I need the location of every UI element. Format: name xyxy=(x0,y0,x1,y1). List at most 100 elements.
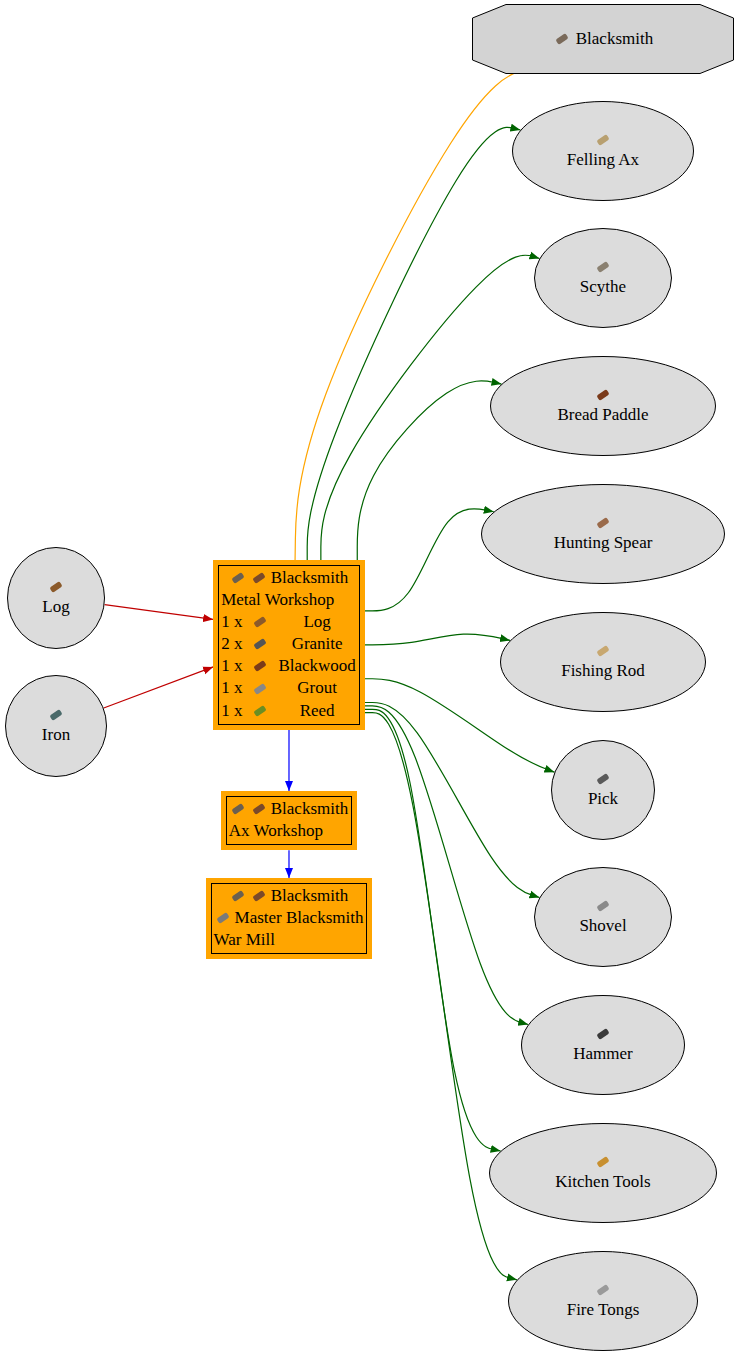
node-label: Bread Paddle xyxy=(557,405,648,425)
cost-icon-cell xyxy=(248,681,272,697)
node-label: Ax Workshop xyxy=(229,821,323,840)
ware-ellipse: Iron xyxy=(5,675,107,777)
icon-shape xyxy=(596,773,609,785)
icon-shape xyxy=(49,709,62,721)
connector xyxy=(307,127,520,560)
building-icon xyxy=(229,570,247,586)
ellipse-shape xyxy=(8,548,105,649)
node-label: Kitchen Tools xyxy=(555,1172,650,1192)
ellipse-shape xyxy=(6,676,107,777)
cost-quantity: 1 x xyxy=(221,677,242,699)
connector xyxy=(365,713,517,1280)
node-label: Iron xyxy=(42,725,70,745)
item-icon xyxy=(594,771,612,787)
ware-ellipse: Kitchen Tools xyxy=(489,1123,717,1223)
connector xyxy=(365,509,494,611)
item-icon xyxy=(47,579,65,595)
icon-shape xyxy=(596,900,609,912)
item-icon xyxy=(594,132,612,148)
cost-table: 1 xLog2 xGranite1 xBlackwood1 xGrout1 xR… xyxy=(221,611,356,721)
cost-quantity: 1 x xyxy=(221,700,242,722)
ware-ellipse: Shovel xyxy=(534,867,672,967)
cost-ware: Granite xyxy=(278,633,355,655)
cost-ware: Log xyxy=(278,611,355,633)
cost-icon-cell xyxy=(248,703,272,719)
cost-ware: Grout xyxy=(278,677,355,699)
icon-shape xyxy=(231,890,244,902)
ellipse-shape xyxy=(509,1252,698,1351)
icon-shape xyxy=(252,803,265,815)
node-label: Master Blacksmith xyxy=(235,907,364,929)
node-label: Blacksmith xyxy=(271,798,348,820)
connector xyxy=(288,730,289,791)
ware-icon xyxy=(251,614,269,630)
item-icon xyxy=(553,31,571,47)
building-icon xyxy=(250,888,268,904)
icon-shape xyxy=(254,705,267,717)
building-box: BlacksmithMetal Workshop 1 x Log 2 x Granite… xyxy=(213,560,365,730)
ware-icon xyxy=(251,681,269,697)
ellipse-shape xyxy=(482,485,725,584)
cost-quantity: 1 x xyxy=(221,655,242,677)
building-name-row: Ax Workshop xyxy=(229,820,348,842)
item-icon xyxy=(594,515,612,531)
icon-shape xyxy=(216,912,229,924)
cost-icon-cell xyxy=(248,614,272,630)
ware-icon xyxy=(251,703,269,719)
icon-shape xyxy=(254,638,267,650)
ellipse-shape xyxy=(490,1124,717,1223)
icon-shape xyxy=(596,134,609,146)
octagon-shape xyxy=(473,5,734,74)
ellipse-shape xyxy=(535,229,672,328)
ellipse-shape xyxy=(513,102,694,201)
cost-quantity: 2 x xyxy=(221,633,242,655)
building-name-row: War Mill xyxy=(214,929,364,951)
item-icon xyxy=(594,259,612,275)
node-label: Blacksmith xyxy=(576,29,653,49)
header-row: Blacksmith xyxy=(221,567,356,589)
header-row: Blacksmith xyxy=(214,885,364,907)
building-box: BlacksmithMaster BlacksmithWar Mill xyxy=(206,878,373,959)
item-icon xyxy=(594,643,612,659)
ware-ellipse: Hammer xyxy=(521,995,685,1095)
node-label: Fire Tongs xyxy=(567,1300,640,1320)
icon-shape xyxy=(596,517,609,529)
connector xyxy=(357,381,501,560)
icon-shape xyxy=(252,572,265,584)
node-label: Pick xyxy=(588,789,618,809)
item-icon xyxy=(594,387,612,403)
building-icon xyxy=(250,570,268,586)
building-frame: BlacksmithMaster BlacksmithWar Mill xyxy=(211,883,368,954)
ware-icon xyxy=(251,658,269,674)
item-icon xyxy=(594,1154,612,1170)
node-label: Hammer xyxy=(573,1044,632,1064)
building-box: BlacksmithAx Workshop xyxy=(221,791,357,850)
building-icon xyxy=(214,910,232,926)
building-frame: BlacksmithAx Workshop xyxy=(226,796,352,845)
item-icon xyxy=(594,1026,612,1042)
icon-shape xyxy=(254,616,267,628)
ware-ellipse: Scythe xyxy=(534,228,672,328)
node-label: Felling Ax xyxy=(567,150,639,170)
icon-shape xyxy=(231,572,244,584)
icon-shape xyxy=(49,581,62,593)
ellipse-shape xyxy=(491,357,716,456)
icon-shape xyxy=(596,1028,609,1040)
connector xyxy=(104,667,213,708)
connector xyxy=(365,703,540,898)
ellipse-shape xyxy=(522,996,685,1095)
ellipse-shape xyxy=(501,613,706,712)
ware-ellipse: Pick xyxy=(551,740,655,840)
node-label: Log xyxy=(42,597,69,617)
icon-shape xyxy=(596,261,609,273)
building-name-row: Metal Workshop xyxy=(221,589,356,611)
ware-ellipse: Bread Paddle xyxy=(490,356,716,456)
node-label: War Mill xyxy=(214,930,275,949)
icon-shape xyxy=(596,389,609,401)
node-label: Hunting Spear xyxy=(554,533,653,553)
icon-shape xyxy=(231,803,244,815)
connector xyxy=(105,605,214,620)
ware-icon xyxy=(251,636,269,652)
icon-shape xyxy=(252,890,265,902)
building-icon xyxy=(229,801,247,817)
